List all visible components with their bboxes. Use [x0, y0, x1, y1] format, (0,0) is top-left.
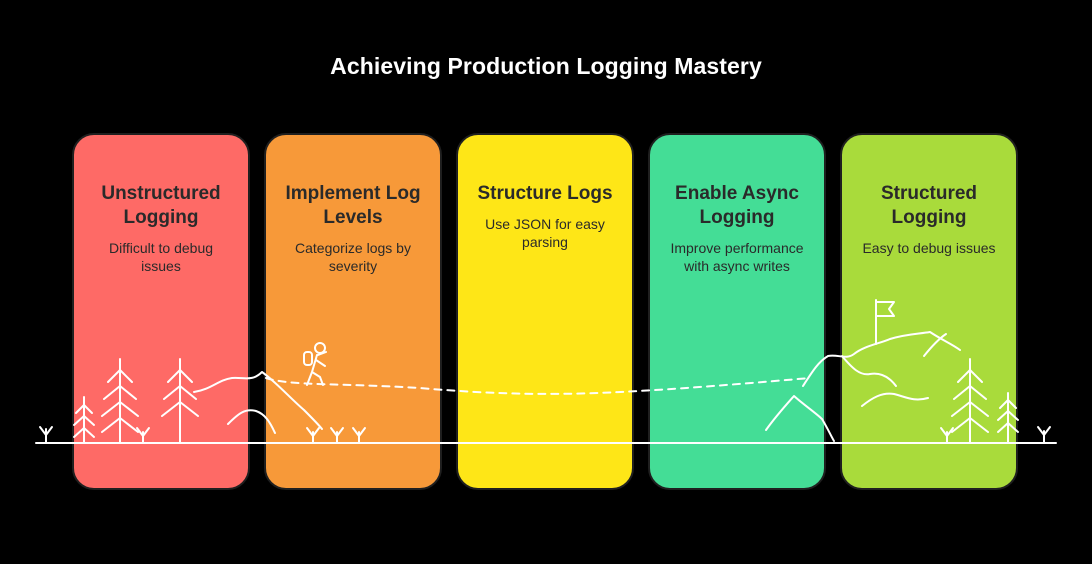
step-description: Easy to debug issues [862, 240, 996, 256]
step-card-1: Unstructured Logging Difficult to debug … [72, 133, 250, 490]
step-description: Categorize logs by severity [295, 240, 411, 274]
step-title: Enable Async Logging [675, 183, 799, 228]
step-description: Improve performance with async writes [670, 240, 804, 274]
sprout-icon [39, 426, 53, 444]
step-card-3: Structure Logs Use JSON for easy parsing [456, 133, 634, 490]
step-title: Implement Log Levels [285, 183, 421, 228]
step-title: Structure Logs [477, 183, 613, 204]
step-card-5: Structured Logging Easy to debug issues [840, 133, 1018, 490]
step-title: Structured Logging [880, 183, 978, 228]
step-card-4: Enable Async Logging Improve performance… [648, 133, 826, 490]
diagram-title: Achieving Production Logging Mastery [330, 53, 762, 79]
sprout-icon [1037, 426, 1051, 444]
step-card-2: Implement Log Levels Categorize logs by … [264, 133, 442, 490]
step-description: Use JSON for easy parsing [485, 216, 605, 250]
step-title: Unstructured Logging [101, 183, 221, 228]
step-description: Difficult to debug issues [108, 240, 214, 274]
